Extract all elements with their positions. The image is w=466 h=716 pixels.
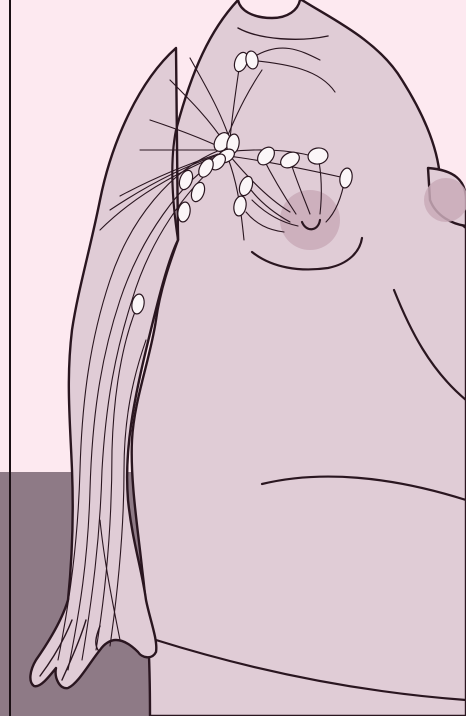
torso (132, 0, 466, 716)
areola-near (280, 190, 340, 250)
areola-far (424, 178, 466, 222)
